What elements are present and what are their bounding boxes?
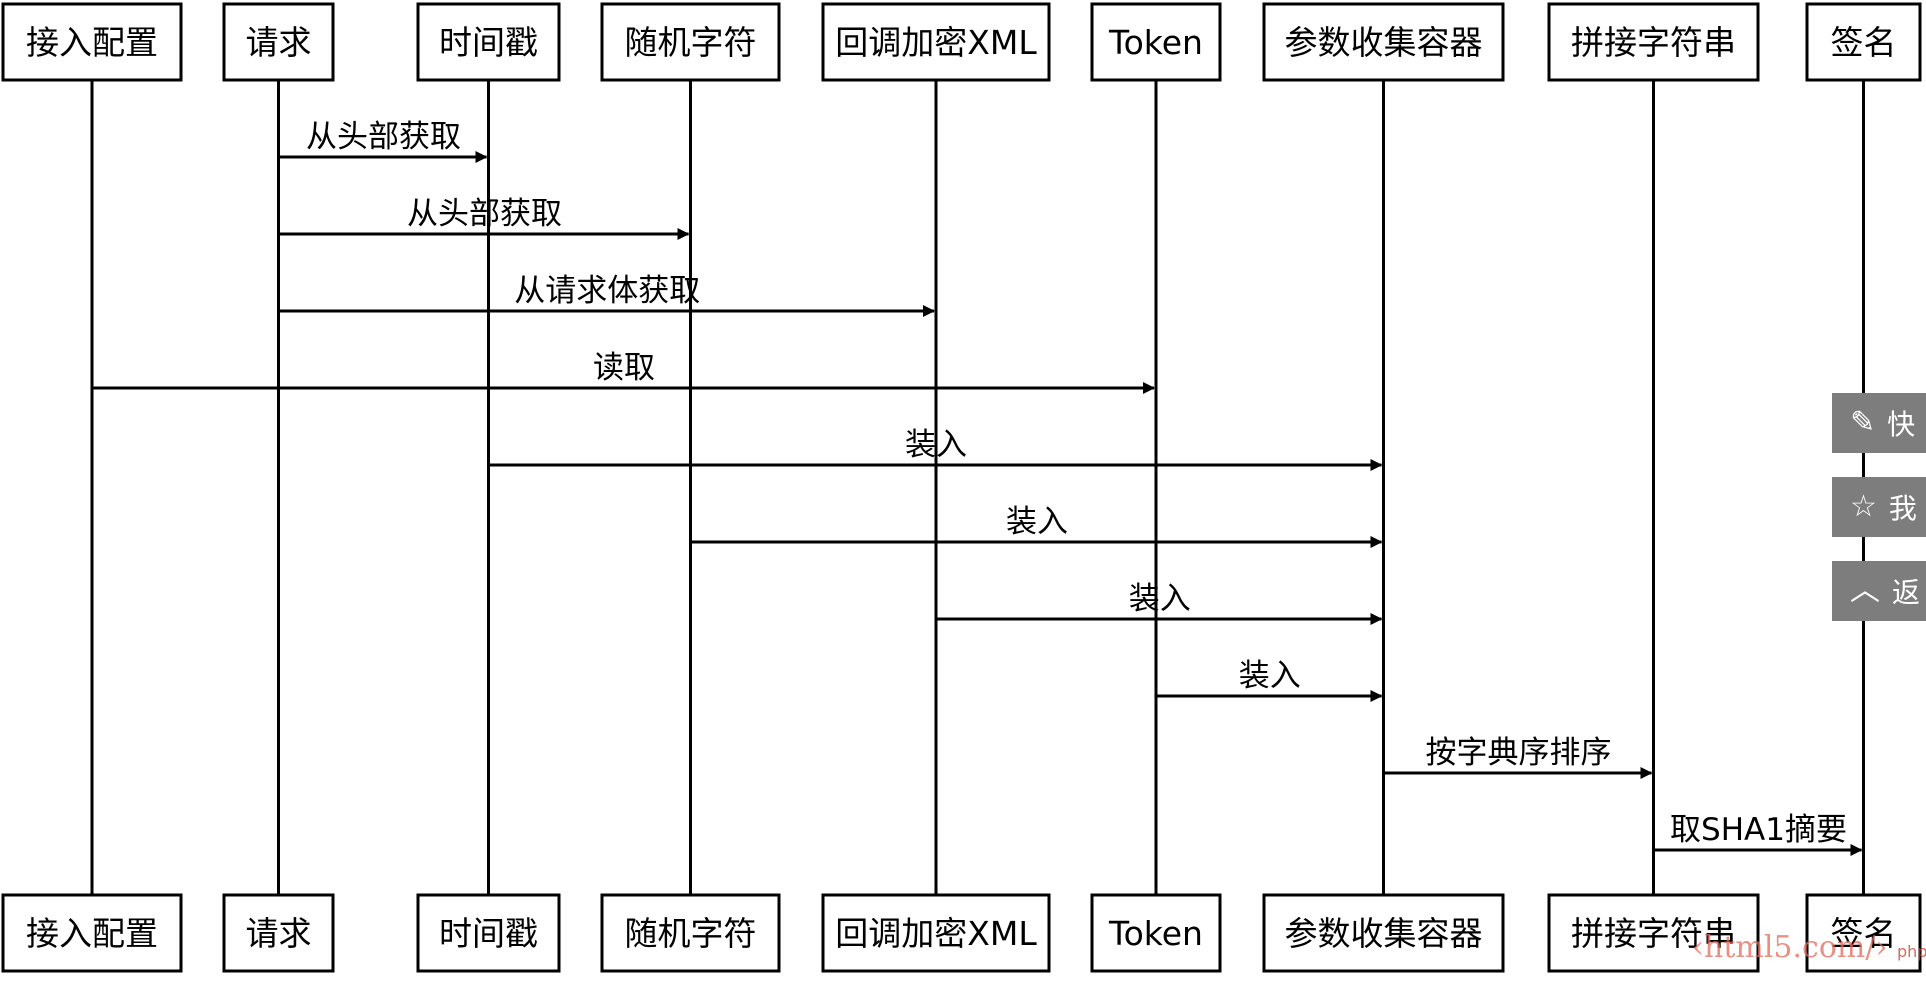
participant-label: Token — [1108, 914, 1203, 953]
participant-label: 签名 — [1831, 23, 1897, 62]
participant-box-top-4: 回调加密XML — [821, 2, 1051, 82]
participant-box-bottom-6: 参数收集容器 — [1262, 893, 1505, 973]
message-label: 装入 — [905, 427, 967, 463]
side-button-label: 返 — [1892, 576, 1921, 609]
message-9: 取SHA1摘要 — [1653, 812, 1863, 856]
side-button-1[interactable]: ☆我 — [1832, 477, 1926, 537]
participant-box-frame — [1262, 893, 1505, 973]
participant-box-bottom-8: 签名 — [1805, 893, 1922, 973]
participant-box-frame — [1090, 2, 1222, 82]
participant-box-bottom-0: 接入配置 — [1, 893, 183, 973]
participant-box-top-6: 参数收集容器 — [1262, 2, 1505, 82]
participant-box-frame — [600, 2, 781, 82]
participant-box-frame — [1547, 2, 1760, 82]
watermark-sub: php中文网 — [1897, 942, 1926, 961]
message-label: 装入 — [1129, 581, 1191, 617]
message-6: 装入 — [936, 581, 1383, 625]
participant-label: 回调加密XML — [835, 23, 1037, 62]
message-0: 从头部获取 — [278, 119, 488, 163]
message-4: 装入 — [488, 427, 1383, 471]
participant-box-top-0: 接入配置 — [1, 2, 183, 82]
participant-label: 随机字符 — [625, 914, 757, 953]
message-5: 装入 — [690, 504, 1383, 548]
participant-box-top-7: 拼接字符串 — [1547, 2, 1760, 82]
participant-box-frame — [1805, 893, 1922, 973]
participant-box-top-3: 随机字符 — [600, 2, 781, 82]
side-button-label: 快 — [1887, 408, 1916, 441]
participant-box-frame — [416, 893, 561, 973]
participant-box-bottom-5: Token — [1090, 893, 1222, 973]
participant-box-frame — [1, 2, 183, 82]
participant-box-frame — [821, 2, 1051, 82]
participant-label: 随机字符 — [625, 23, 757, 62]
participant-box-top-8: 签名 — [1805, 2, 1922, 82]
participant-box-frame — [821, 893, 1051, 973]
watermark-text: ‹html5.com/› — [1692, 930, 1888, 965]
participant-label: 接入配置 — [26, 23, 158, 62]
participant-label: 时间戳 — [439, 23, 538, 62]
side-button-0[interactable]: ✎快 — [1832, 393, 1926, 453]
participant-box-top-1: 请求 — [222, 2, 335, 82]
side-button-label: 我 — [1888, 492, 1917, 525]
star-icon: ☆ — [1850, 489, 1877, 524]
participant-box-bottom-2: 时间戳 — [416, 893, 561, 973]
participant-label: 参数收集容器 — [1285, 23, 1483, 62]
participant-box-top-5: Token — [1090, 2, 1222, 82]
watermark: ‹html5.com/› php中文网 — [1692, 930, 1926, 965]
participant-box-bottom-7: 拼接字符串 — [1547, 893, 1760, 973]
participant-label: 签名 — [1831, 914, 1897, 953]
message-label: 从请求体获取 — [514, 273, 700, 309]
chevron-up-icon: ︿ — [1850, 573, 1880, 608]
participant-box-bottom-4: 回调加密XML — [821, 893, 1051, 973]
message-label: 从头部获取 — [306, 119, 461, 155]
pencil-icon: ✎ — [1850, 405, 1876, 440]
participant-label: 请求 — [246, 914, 312, 953]
participant-label: 参数收集容器 — [1285, 914, 1483, 953]
participant-box-frame — [222, 2, 335, 82]
side-button-2[interactable]: ︿返 — [1832, 561, 1926, 621]
message-1: 从头部获取 — [278, 196, 690, 240]
participant-label: 拼接字符串 — [1571, 914, 1736, 953]
participant-label: 请求 — [246, 23, 312, 62]
participant-label: 接入配置 — [26, 914, 158, 953]
participant-box-frame — [600, 893, 781, 973]
participant-box-frame — [1805, 2, 1922, 82]
participant-box-top-2: 时间戳 — [416, 2, 561, 82]
participant-label: 时间戳 — [439, 914, 538, 953]
message-2: 从请求体获取 — [278, 273, 935, 317]
message-7: 装入 — [1156, 658, 1383, 702]
participant-box-frame — [1547, 893, 1760, 973]
message-label: 装入 — [1239, 658, 1301, 694]
participant-label: 拼接字符串 — [1571, 23, 1736, 62]
participant-box-bottom-1: 请求 — [222, 893, 335, 973]
participant-box-frame — [416, 2, 561, 82]
message-label: 装入 — [1006, 504, 1068, 540]
message-8: 按字典序排序 — [1383, 735, 1653, 779]
message-label: 取SHA1摘要 — [1670, 812, 1847, 848]
message-3: 读取 — [92, 350, 1155, 394]
participant-label: 回调加密XML — [835, 914, 1037, 953]
participant-box-frame — [1, 893, 183, 973]
participant-label: Token — [1108, 23, 1203, 62]
message-label: 按字典序排序 — [1426, 735, 1612, 771]
participant-box-frame — [1262, 2, 1505, 82]
participant-box-bottom-3: 随机字符 — [600, 893, 781, 973]
message-label: 从头部获取 — [407, 196, 562, 232]
participant-box-frame — [1090, 893, 1222, 973]
participant-box-frame — [222, 893, 335, 973]
message-label: 读取 — [593, 350, 655, 386]
